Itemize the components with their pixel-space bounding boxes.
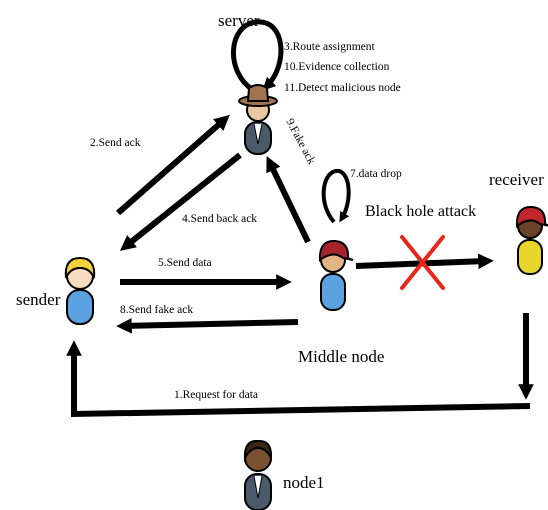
black-hole-attack-label: Black hole attack (365, 203, 476, 220)
arrow-fake-ack (266, 155, 311, 244)
step-9-label: 9.Fake ack (283, 117, 317, 167)
receiver-person-icon (515, 205, 548, 275)
arrow-send-ack (116, 114, 230, 216)
step-5-label: 5.Send data (158, 257, 212, 269)
loop-arrow-server (230, 19, 284, 93)
step-7-label: 7.data drop (350, 168, 402, 180)
step-8-label: 8.Send fake ack (120, 304, 193, 316)
arrow-send-fake-ack (116, 318, 299, 334)
sender-label: sender (16, 290, 61, 309)
node1-person-icon (243, 439, 273, 510)
step-4-label: 4.Send back ack (182, 213, 257, 225)
step-11-label: 11.Detect malicious node (284, 82, 401, 94)
node1-label: node1 (283, 473, 325, 492)
middle-node-label: Middle node (298, 347, 384, 366)
step-2-label: 2.Send ack (90, 137, 141, 149)
step-10-label: 10.Evidence collection (284, 61, 390, 73)
server-label: server (218, 11, 260, 30)
step-3-label: 3.Route assignment (284, 41, 376, 53)
attack-cross-icon (400, 235, 445, 290)
arrows (66, 114, 534, 418)
arrow-send-back-ack (119, 152, 242, 251)
sender-person-icon (64, 256, 96, 325)
arrow-request-for-data (66, 340, 531, 418)
step-1-label: 1.Request for data (174, 389, 258, 401)
middle-node-person-icon (318, 239, 354, 311)
loop-arrow-data-drop (321, 169, 351, 224)
server-person-icon (238, 84, 278, 155)
receiver-label: receiver (489, 170, 544, 189)
